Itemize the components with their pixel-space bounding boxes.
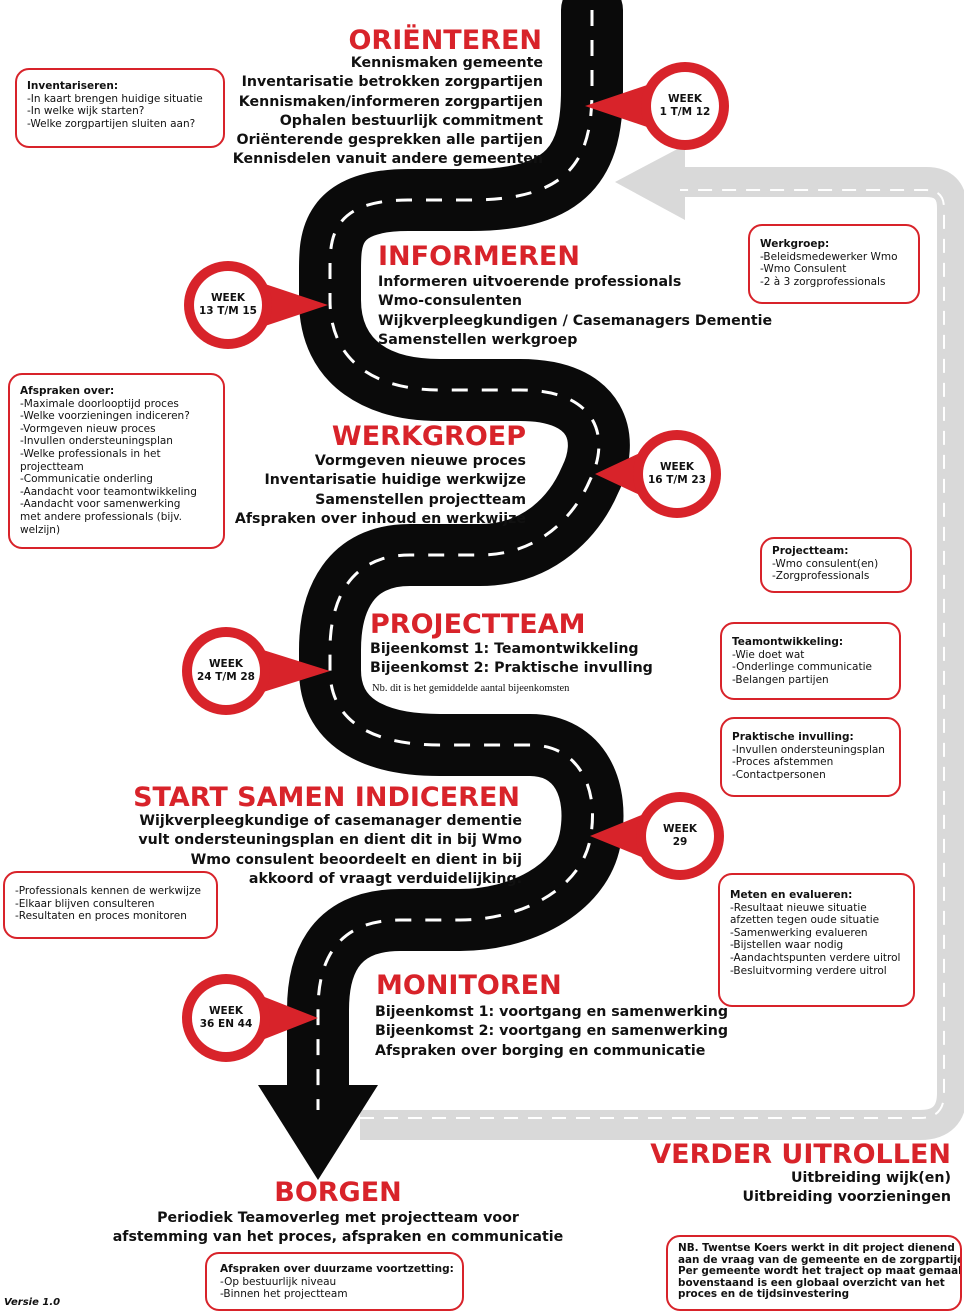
pin-4 [182, 627, 330, 715]
pin-3 [595, 430, 721, 518]
box-meten-evalueren: Meten en evalueren: -Resultaat nieuwe si… [718, 873, 915, 1007]
phase-lines-informeren: Informeren uitvoerende professionals Wmo… [378, 274, 773, 348]
pin-1 [585, 62, 729, 150]
winding-road [258, 0, 630, 1180]
box-teamontwikkeling: Teamontwikkeling: -Wie doet wat -Onderli… [720, 622, 901, 700]
phase-lines-werkgroep: Vormgeven nieuwe proces Inventarisatie h… [234, 453, 526, 527]
box-praktische-invulling: Praktische invulling: -Invullen onderste… [720, 717, 901, 797]
phase-title-uitrollen: VERDER UITROLLEN [650, 1139, 951, 1170]
box-afspraken: Afspraken over: -Maximale doorlooptijd p… [8, 373, 225, 549]
phase-title-orienteren: ORIËNTEREN [348, 25, 542, 56]
phase-title-borgen: BORGEN [274, 1177, 402, 1208]
pin-6 [182, 974, 318, 1062]
phase-lines-start: Wijkverpleegkundige of casemanager demen… [138, 813, 522, 887]
version-label: Versie 1.0 [4, 1297, 61, 1308]
box-duurzame-voortzetting: Afspraken over duurzame voortzetting: -O… [205, 1252, 464, 1311]
pin-2 [184, 261, 328, 349]
phase-title-projectteam: PROJECTTEAM [370, 609, 586, 640]
phase-title-informeren: INFORMEREN [378, 241, 580, 272]
box-werkgroep: Werkgroep: -Beleidsmedewerker Wmo -Wmo C… [748, 224, 920, 304]
phase-title-start: START SAMEN INDICEREN [133, 782, 520, 813]
box-professionals: -Professionals kennen de werkwijze -Elka… [3, 871, 218, 939]
return-loop-arrow [360, 145, 964, 1140]
phase-lines-uitrollen: Uitbreiding wijk(en) Uitbreiding voorzie… [742, 1170, 951, 1206]
phase-title-werkgroep: WERKGROEP [331, 421, 526, 452]
box-nb-note: NB. Twentse Koers werkt in dit project d… [666, 1235, 962, 1311]
pin-5 [590, 792, 724, 880]
box-inventariseren: Inventariseren: -In kaart brengen huidig… [15, 68, 225, 148]
projectteam-note: Nb. dit is het gemiddelde aantal bijeenk… [372, 682, 570, 694]
box-projectteam: Projectteam: -Wmo consulent(en) -Zorgpro… [760, 537, 912, 593]
phase-lines-monitoren: Bijeenkomst 1: voortgang en samenwerking… [375, 1004, 729, 1059]
phase-lines-projectteam: Bijeenkomst 1: Teamontwikkeling Bijeenko… [370, 641, 653, 694]
phase-lines-orienteren: Kennismaken gemeente Inventarisatie betr… [232, 55, 543, 168]
phase-lines-borgen: Periodiek Teamoverleg met projectteam vo… [112, 1210, 564, 1246]
phase-title-monitoren: MONITOREN [376, 970, 562, 1001]
